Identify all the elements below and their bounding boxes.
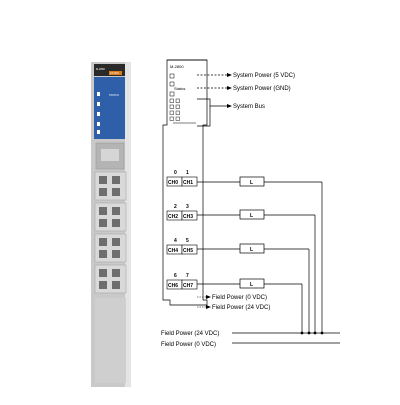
channel-number: 1 [186, 170, 189, 176]
module-head-panel [94, 77, 125, 139]
channel-label: CH7 [183, 283, 193, 289]
channel-label: CH4 [168, 248, 178, 254]
system-power-5v-label: System Power (5 VDC) [233, 73, 295, 79]
system-bus-bracket [197, 98, 211, 127]
module-photo: M-2800 24 VDC STATUS [91, 62, 131, 387]
load-label: L [250, 213, 253, 219]
photo-status-label: STATUS [109, 93, 119, 97]
status-led-square [169, 73, 175, 79]
arrow-icon [227, 104, 232, 108]
channel-label: CH1 [183, 180, 193, 186]
module-lower-housing [95, 298, 126, 383]
channel-number: 2 [174, 204, 177, 210]
channel-row: 0 1 CH0 CH1 L [166, 170, 322, 187]
system-bus-label: System Bus [233, 104, 265, 110]
photo-accent-stripe [109, 71, 122, 75]
channel-number: 3 [186, 204, 189, 210]
channel-terminal [181, 244, 198, 255]
channel-row: 6 7 CH6 CH7 L [166, 273, 302, 290]
field-power-0v-bus-label: Field Power (0 VDC) [161, 342, 216, 348]
photo-model-label: M-2800 [96, 67, 105, 71]
arrow-icon [227, 86, 232, 90]
channel-row: 2 3 CH2 CH3 L [166, 204, 315, 221]
channel-number: 5 [186, 238, 189, 244]
field-power-0v-label: Field Power (0 VDC) [212, 295, 267, 301]
module-title: M-2800 [170, 64, 184, 69]
load-box [239, 209, 265, 220]
terminal-block [94, 264, 127, 294]
field-power-24v-label: Field Power (24 VDC) [212, 305, 270, 311]
channel-terminal [181, 176, 198, 187]
channel-number: 0 [174, 170, 177, 176]
load-box [239, 278, 265, 289]
module-latch-face [101, 149, 119, 161]
photo-led [97, 92, 100, 96]
arrow-icon [227, 73, 232, 77]
photo-led [97, 122, 100, 126]
status-led-square [169, 81, 175, 87]
system-power-gnd-label: System Power (GND) [233, 86, 291, 92]
status-label: Status [174, 86, 185, 91]
channel-label: CH3 [183, 214, 193, 220]
arrow-icon [206, 305, 211, 309]
terminal-block [94, 171, 127, 201]
photo-accent-label: 24 VDC [110, 71, 119, 75]
channel-led-grid [169, 98, 180, 121]
channel-label: CH6 [168, 283, 178, 289]
channel-number: 7 [186, 273, 189, 279]
channel-number: 6 [174, 273, 177, 279]
load-box [239, 176, 265, 187]
channel-row: 4 5 CH4 CH5 L [166, 238, 309, 255]
terminal-block [94, 202, 127, 232]
load-label: L [250, 247, 253, 253]
load-box [239, 243, 265, 254]
status-led-square [169, 91, 175, 97]
arrow-icon [206, 295, 211, 299]
field-power-24v-bus-label: Field Power (24 VDC) [161, 331, 219, 337]
channel-label: CH0 [168, 180, 178, 186]
photo-led [97, 130, 100, 134]
terminal-block [94, 233, 127, 263]
module-outline [162, 59, 208, 306]
photo-led [97, 112, 100, 116]
photo-led [97, 102, 100, 106]
load-label: L [250, 282, 253, 288]
module-side-edge [125, 62, 131, 387]
channel-terminal [181, 279, 198, 290]
channel-terminal [181, 210, 198, 221]
channel-label: CH2 [168, 214, 178, 220]
channel-label: CH5 [183, 248, 193, 254]
load-label: L [250, 180, 253, 186]
channel-number: 4 [174, 238, 177, 244]
